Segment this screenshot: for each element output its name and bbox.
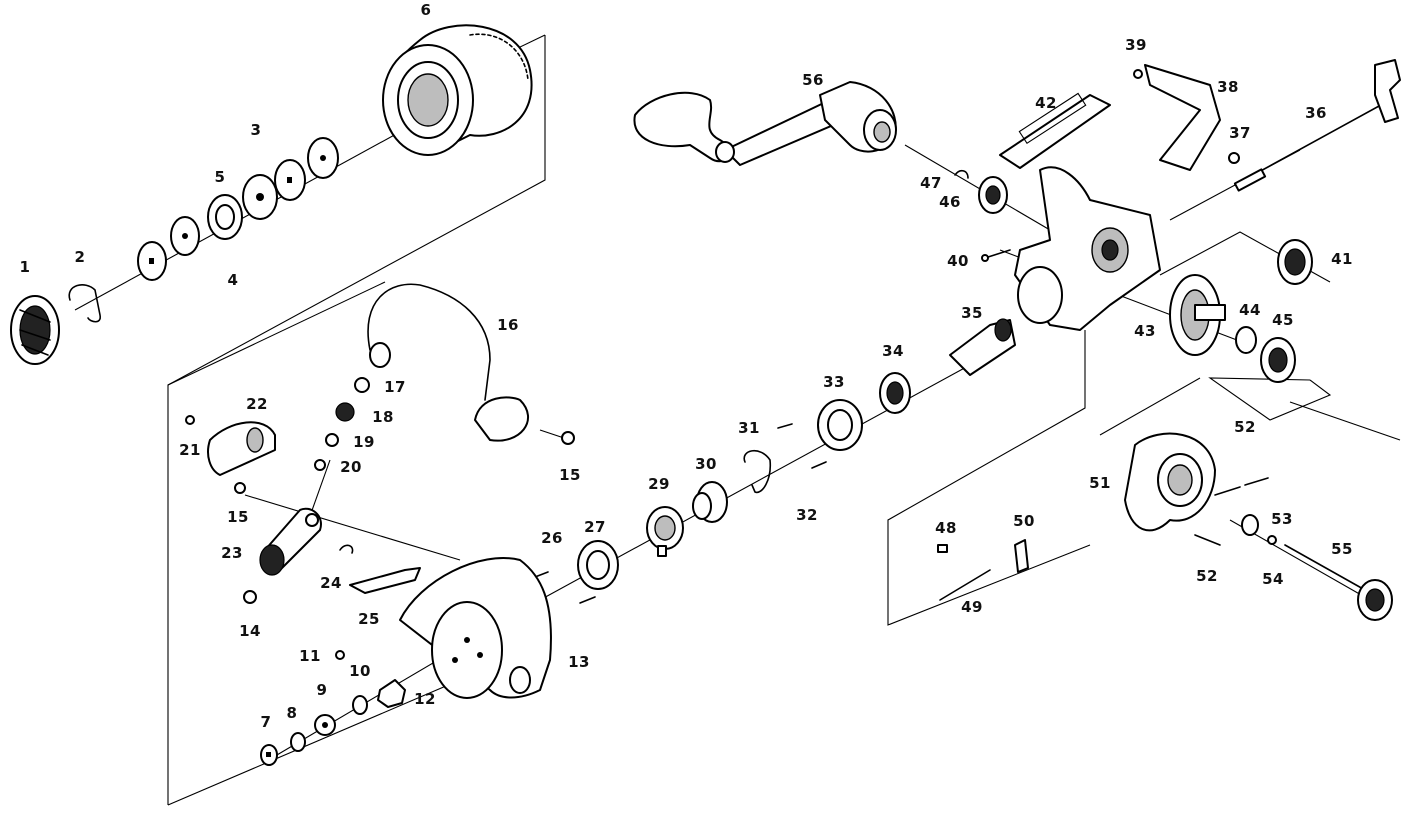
callout-label-52a: 52 <box>1234 418 1256 436</box>
callout-label-32: 32 <box>796 506 818 524</box>
callout-label-48: 48 <box>935 519 957 537</box>
callout-label-30: 30 <box>695 455 717 473</box>
washer-stack <box>137 137 339 281</box>
callout-label-6: 6 <box>421 1 432 19</box>
parts-48-50 <box>937 539 1029 601</box>
callout-label-4: 4 <box>228 271 239 289</box>
callout-label-25: 25 <box>358 610 380 628</box>
callout-label-13: 13 <box>568 653 590 671</box>
callout-label-22: 22 <box>246 395 268 413</box>
callout-label-8: 8 <box>287 704 298 722</box>
callout-label-55: 55 <box>1331 540 1353 558</box>
callout-label-24: 24 <box>320 574 342 592</box>
callout-label-27: 27 <box>584 518 606 536</box>
callout-label-49: 49 <box>961 598 983 616</box>
bail-arm <box>369 342 575 445</box>
callout-label-16: 16 <box>497 316 519 334</box>
callout-label-53: 53 <box>1271 510 1293 528</box>
part-56-handle <box>633 81 897 166</box>
callout-label-15b: 15 <box>559 466 581 484</box>
bearings-right <box>954 69 1240 262</box>
part-16-bail-wire <box>367 283 491 401</box>
callout-label-45: 45 <box>1272 311 1294 329</box>
part-36-shaft <box>1233 59 1401 192</box>
callout-label-31: 31 <box>738 419 760 437</box>
callout-label-36: 36 <box>1305 104 1327 122</box>
callout-label-15a: 15 <box>227 508 249 526</box>
callout-label-26: 26 <box>541 529 563 547</box>
callout-label-51: 51 <box>1089 474 1111 492</box>
callout-label-12: 12 <box>414 690 436 708</box>
callout-label-56: 56 <box>802 71 824 89</box>
callout-label-11: 11 <box>299 647 321 665</box>
callout-label-38: 38 <box>1217 78 1239 96</box>
callout-label-35: 35 <box>961 304 983 322</box>
callout-label-20: 20 <box>340 458 362 476</box>
center-parts <box>743 318 1016 494</box>
part-25-lever <box>349 567 421 594</box>
callout-label-39: 39 <box>1125 36 1147 54</box>
callout-label-17: 17 <box>384 378 406 396</box>
callout-label-9: 9 <box>317 681 328 699</box>
callout-label-23: 23 <box>221 544 243 562</box>
part-13-rotor <box>399 557 552 699</box>
callout-label-1: 1 <box>20 258 31 276</box>
callout-label-3: 3 <box>251 121 262 139</box>
side-cover <box>1124 432 1393 621</box>
callout-label-7: 7 <box>261 713 272 731</box>
callout-label-43: 43 <box>1134 322 1156 340</box>
callout-label-29: 29 <box>648 475 670 493</box>
callout-label-10: 10 <box>349 662 371 680</box>
callout-label-52b: 52 <box>1196 567 1218 585</box>
callout-label-41: 41 <box>1331 250 1353 268</box>
callout-label-54: 54 <box>1262 570 1284 588</box>
callout-label-40: 40 <box>947 252 969 270</box>
callout-label-50: 50 <box>1013 512 1035 530</box>
callout-label-46: 46 <box>939 193 961 211</box>
callout-label-47: 47 <box>920 174 942 192</box>
arm-23 <box>234 482 354 604</box>
callout-label-2: 2 <box>75 248 86 266</box>
bail-arm-22 <box>185 415 276 476</box>
reel-body <box>999 64 1221 331</box>
small-rings <box>314 377 370 471</box>
part-2-clip <box>68 284 101 323</box>
callout-label-33: 33 <box>823 373 845 391</box>
plate-27 <box>534 540 619 604</box>
callout-label-14: 14 <box>239 622 261 640</box>
part-6-spool <box>382 24 533 156</box>
part-1-drag-knob <box>10 295 60 365</box>
callout-label-34: 34 <box>882 342 904 360</box>
lower-left-parts <box>260 650 406 766</box>
callout-label-37: 37 <box>1229 124 1251 142</box>
callout-label-5: 5 <box>215 168 226 186</box>
gear-assembly <box>1169 239 1313 383</box>
callout-label-19: 19 <box>353 433 375 451</box>
callout-label-21: 21 <box>179 441 201 459</box>
group-frames <box>167 34 1401 806</box>
callout-label-18: 18 <box>372 408 394 426</box>
callout-label-44: 44 <box>1239 301 1261 319</box>
callout-label-42: 42 <box>1035 94 1057 112</box>
collar-parts <box>646 481 728 557</box>
